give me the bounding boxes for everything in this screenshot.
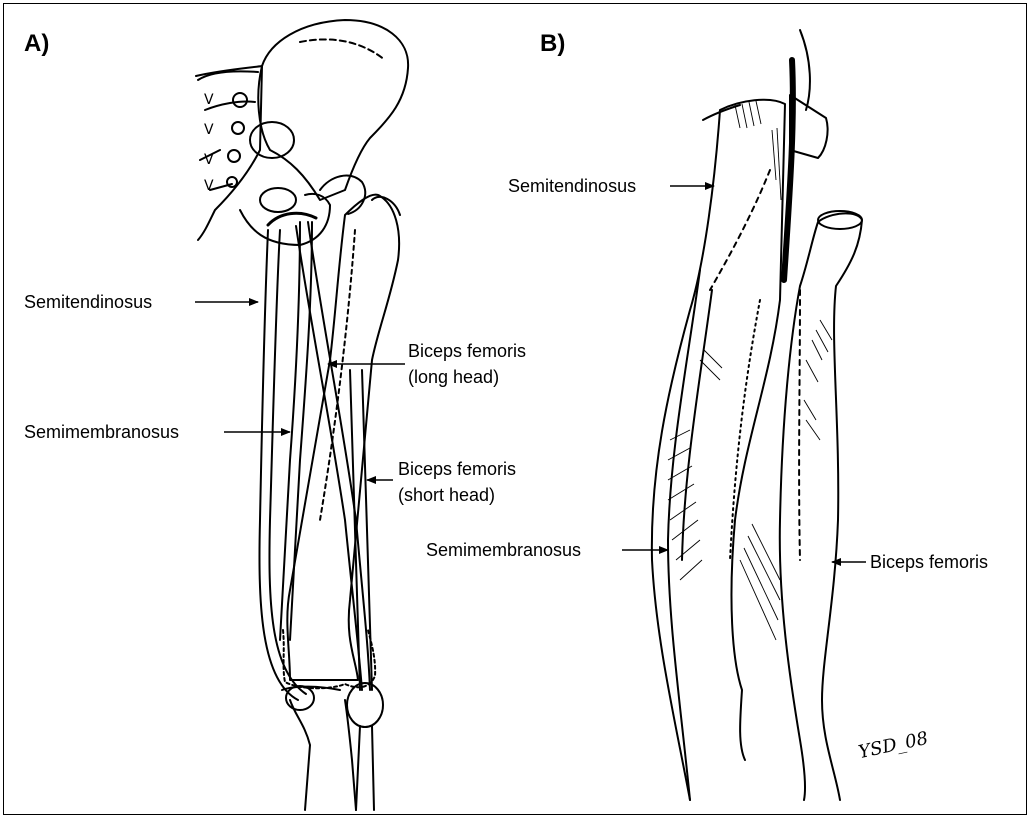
label-semimembranosus-a: Semimembranosus (24, 421, 179, 443)
svg-text:V: V (204, 92, 214, 108)
central-tendon (784, 60, 793, 280)
panel-b-shading (668, 101, 832, 640)
label-semimembranosus-b: Semimembranosus (426, 539, 581, 561)
semimembranosus-a (280, 222, 312, 640)
tibia (290, 700, 356, 810)
biceps-femoris-b (780, 213, 862, 800)
panel-b-drawing (652, 30, 862, 800)
label-biceps-short-line1: Biceps femoris (398, 458, 516, 480)
semitendinosus-dashed (710, 170, 770, 290)
label-biceps-long-line2: (long head) (408, 366, 499, 388)
biceps-dashed-line (799, 290, 800, 560)
fibula-head (347, 683, 383, 727)
ischial-foramen (260, 188, 296, 212)
label-biceps-long-line1: Biceps femoris (408, 340, 526, 362)
biceps-long-head-a (296, 222, 370, 690)
panel-a-label: A) (24, 32, 49, 56)
biceps-short-head-a (350, 370, 372, 690)
panel-b-label: B) (540, 32, 565, 56)
obturator-foramen (250, 122, 294, 158)
pelvis-line (300, 39, 385, 60)
acetabulum (320, 176, 365, 214)
pelvis-ilium (258, 20, 408, 200)
fibula (356, 726, 374, 810)
svg-text:V: V (204, 122, 214, 138)
label-semitendinosus-b: Semitendinosus (508, 175, 636, 197)
label-semitendinosus-a: Semitendinosus (24, 291, 152, 313)
label-biceps-short-line2: (short head) (398, 484, 495, 506)
label-biceps-femoris-b: Biceps femoris (870, 551, 988, 573)
panel-a-drawing: V V V V (196, 20, 408, 810)
ischium (240, 194, 330, 245)
panel-b-arrows (622, 186, 866, 562)
svg-text:V: V (204, 178, 214, 194)
svg-text:V: V (204, 152, 214, 168)
semitendinosus-b (652, 100, 785, 800)
